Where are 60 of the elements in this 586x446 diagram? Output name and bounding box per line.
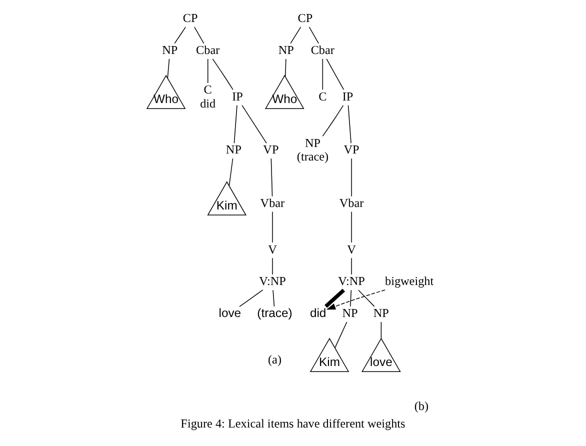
connector — [358, 290, 375, 307]
connector — [326, 58, 344, 90]
connector — [272, 258, 273, 275]
connector — [324, 288, 346, 308]
node-text: Vbar — [260, 196, 285, 210]
connector — [351, 258, 352, 275]
connector — [322, 105, 344, 137]
node-text: NP — [226, 142, 242, 157]
connector — [167, 58, 170, 79]
connector — [351, 211, 352, 243]
connector — [284, 58, 286, 78]
connector — [207, 58, 208, 84]
node-text: NP — [304, 136, 321, 150]
connector — [242, 104, 267, 144]
node-text: NP — [162, 43, 178, 58]
connector — [239, 290, 264, 307]
node-text: Cbar — [196, 43, 220, 58]
connector — [228, 158, 234, 186]
connector — [308, 26, 319, 44]
connector — [351, 158, 352, 197]
node-text: V:NP — [338, 274, 365, 288]
node-text: love — [218, 306, 242, 320]
node-text: Cbar — [310, 43, 334, 58]
connector — [350, 290, 352, 307]
node-text: IP — [232, 89, 243, 104]
node-text: Vbar — [339, 196, 364, 210]
node-text: V — [347, 242, 356, 256]
node-text: V — [268, 242, 277, 256]
node-text: V:NP — [259, 274, 286, 288]
node-text: IP — [342, 89, 354, 104]
connector — [234, 104, 238, 144]
caption: Figure 4: Lexical items have different weights — [180, 416, 406, 430]
node-text: NP — [342, 306, 358, 320]
node-label: (trace) — [296, 150, 329, 164]
connector — [174, 26, 186, 44]
arrow — [326, 290, 386, 310]
node-text: CP — [182, 11, 198, 26]
connector — [334, 322, 348, 348]
node-text: VP — [344, 142, 360, 157]
connector — [270, 158, 273, 197]
node-text: C — [204, 82, 212, 97]
label: (a) — [268, 352, 282, 366]
connector — [272, 290, 275, 307]
connector — [194, 26, 204, 44]
connector — [322, 58, 324, 90]
node-text: (trace) — [257, 306, 292, 320]
connector — [348, 104, 352, 144]
node-text: NP — [373, 306, 389, 320]
label: (b) — [414, 398, 429, 413]
node-label: did — [200, 96, 216, 110]
node-text: NP — [278, 43, 294, 58]
node-text: CP — [298, 11, 313, 26]
node-text: bigweight — [385, 274, 434, 288]
node-text: VP — [263, 142, 279, 157]
node-text: C — [318, 89, 327, 104]
connector — [212, 58, 234, 90]
connector — [380, 322, 382, 339]
node-text: did — [310, 306, 326, 320]
connector — [272, 211, 273, 243]
connector — [290, 26, 302, 44]
